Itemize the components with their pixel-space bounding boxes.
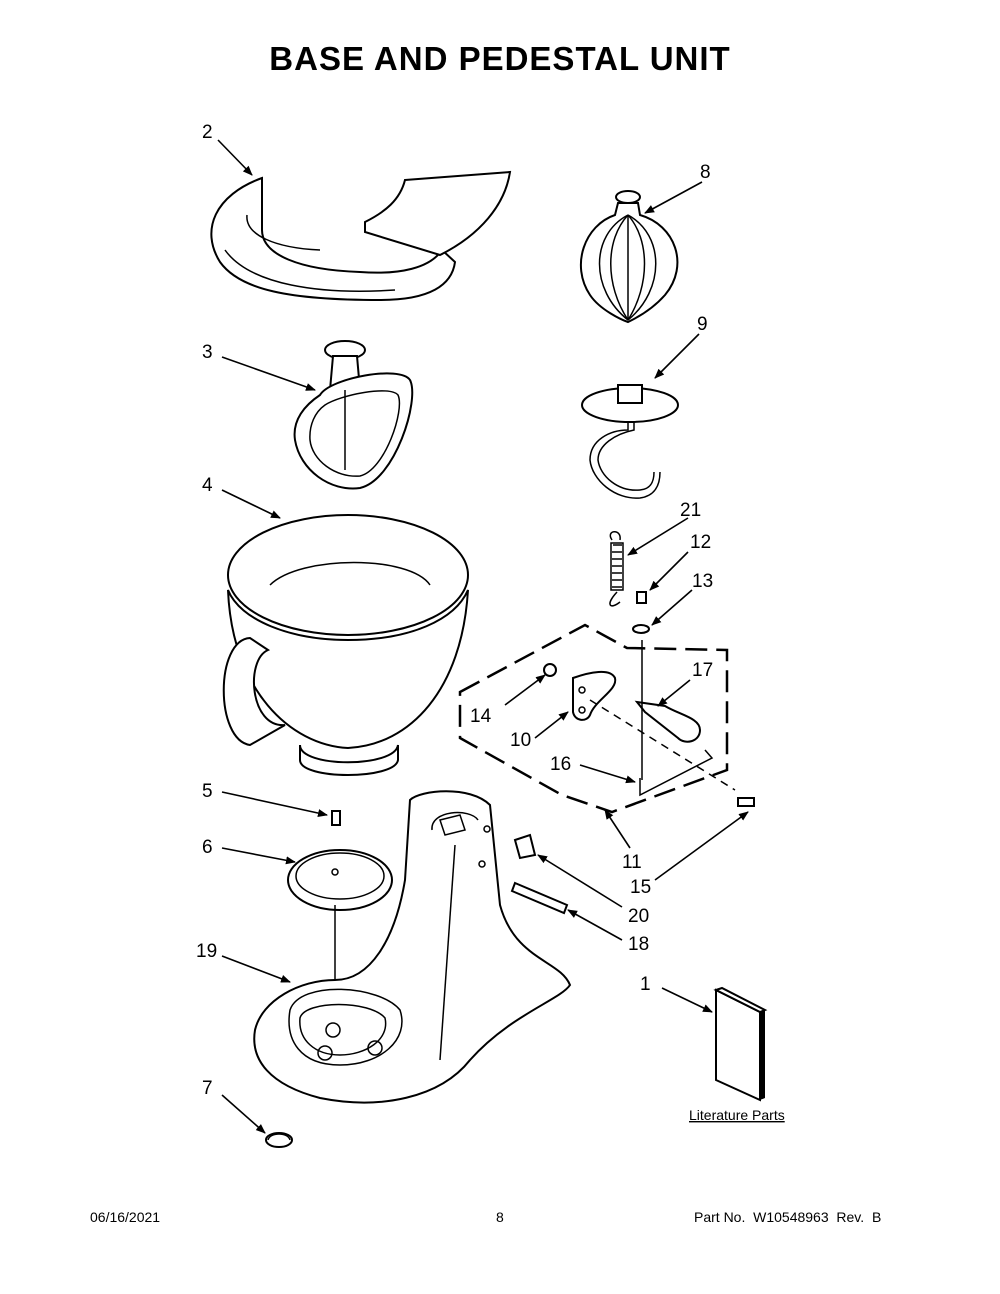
callout-17: 17 <box>692 660 713 681</box>
callout-3: 3 <box>202 342 213 363</box>
pin-16 <box>639 749 714 797</box>
bowl-clamp-plate <box>572 671 617 721</box>
latch-20 <box>513 833 537 860</box>
callout-10: 10 <box>510 730 531 751</box>
flat-beater <box>293 340 414 490</box>
rubber-foot <box>265 1132 293 1148</box>
callout-4: 4 <box>202 475 213 496</box>
callout-15: 15 <box>630 877 651 898</box>
washer-14 <box>543 663 557 677</box>
washer-13 <box>632 624 650 634</box>
callout-14: 14 <box>470 706 492 727</box>
footer-page-number: 8 <box>496 1209 504 1225</box>
callout-12: 12 <box>690 532 711 553</box>
callout-8: 8 <box>700 162 711 183</box>
locking-lever <box>634 700 702 743</box>
footer-date: 06/16/2021 <box>90 1209 161 1225</box>
pouring-shield <box>210 170 512 302</box>
trim-band-plate <box>287 849 393 911</box>
callout-13: 13 <box>692 571 713 592</box>
callout-16: 16 <box>550 754 571 775</box>
callout-5: 5 <box>202 781 213 802</box>
callout-20: 20 <box>628 906 649 927</box>
hinge-pin-18 <box>510 881 569 915</box>
callout-9: 9 <box>697 314 708 335</box>
callout-6: 6 <box>202 837 213 858</box>
footer-part-number: Part No. W10548963 Rev. B <box>694 1209 882 1225</box>
callout-19: 19 <box>196 941 217 962</box>
callout-7: 7 <box>202 1078 213 1099</box>
dough-hook <box>581 384 679 499</box>
literature-parts-label: Literature Parts <box>689 1107 785 1123</box>
page-title: BASE AND PEDESTAL UNIT <box>269 40 731 77</box>
spring <box>609 531 624 607</box>
callout-1: 1 <box>640 974 651 995</box>
callout-2: 2 <box>202 122 213 143</box>
callout-21: 21 <box>680 500 701 521</box>
callout-11: 11 <box>622 852 642 873</box>
screw-12 <box>636 591 647 604</box>
callout-18: 18 <box>628 934 649 955</box>
mixing-bowl <box>222 514 469 776</box>
hinge-pin-assembly-outline <box>458 623 729 814</box>
screw-5 <box>331 810 341 826</box>
literature-booklet <box>713 986 768 1102</box>
wire-whip <box>580 190 679 324</box>
screw-15 <box>737 797 755 807</box>
pedestal-base <box>253 790 572 1104</box>
